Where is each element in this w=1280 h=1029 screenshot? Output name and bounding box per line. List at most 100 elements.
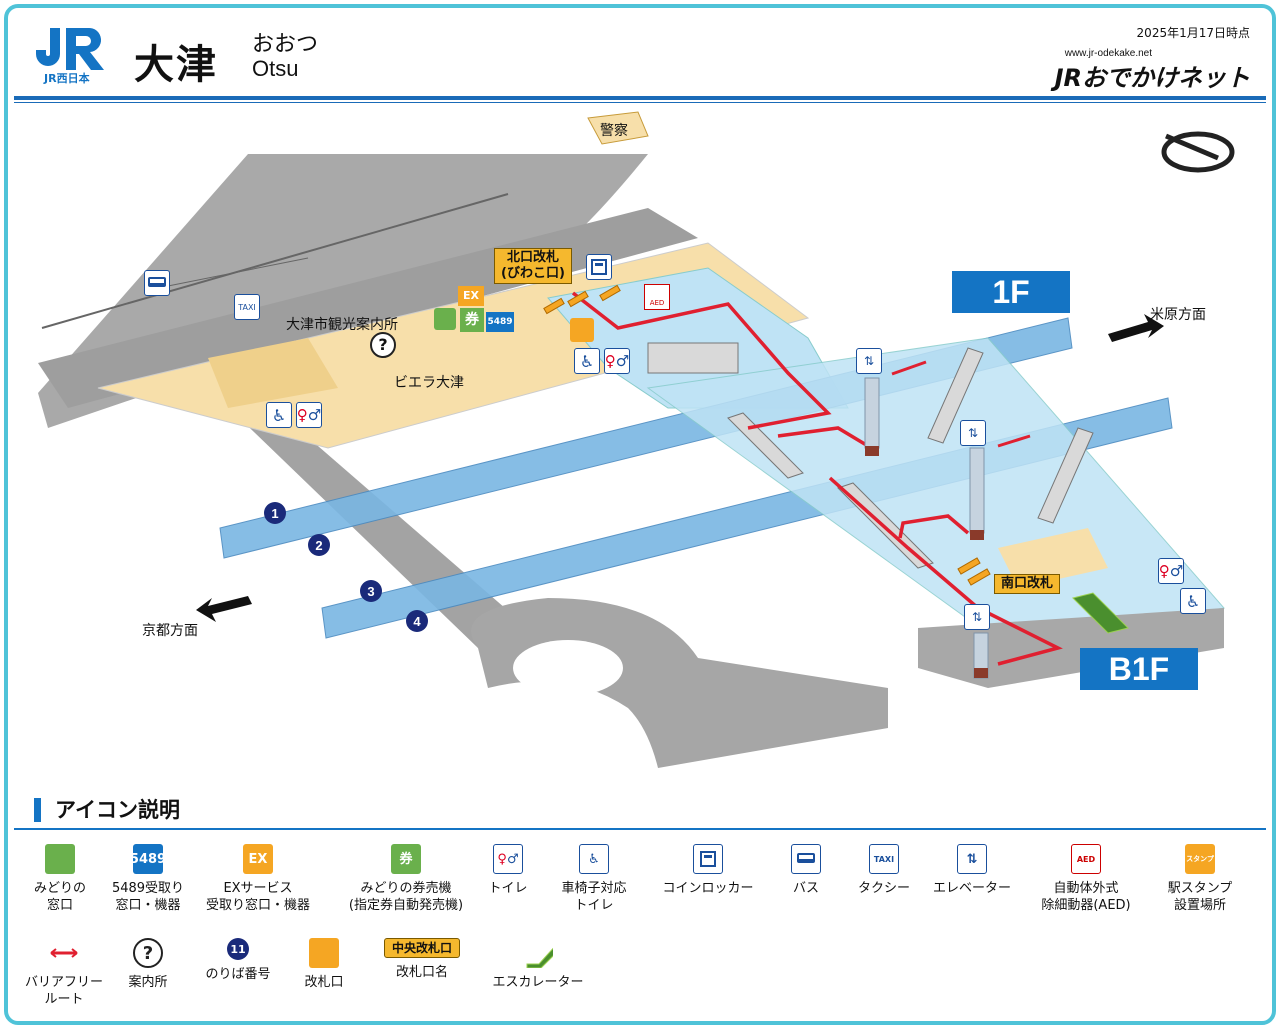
information-icon: ? (133, 938, 163, 968)
elevator-icon[interactable]: ⇅ (960, 420, 986, 446)
legend-item-midori: みどりの窓口 (8, 844, 135, 914)
legend-item-stamp: スタンプ駅スタンプ設置場所 (1125, 844, 1272, 914)
legend-label: みどりの (33, 881, 86, 896)
road-line (41, 193, 509, 329)
bus-icon[interactable] (144, 270, 170, 296)
site-url[interactable]: www.jr-odekake.net (1064, 48, 1152, 59)
legend-divider (14, 828, 1266, 830)
operator-name: JR西日本 (44, 72, 90, 85)
elevator-cars (865, 446, 988, 678)
shop-label: ビエラ大津 (394, 375, 464, 391)
legend-label: EXサービス (223, 881, 293, 896)
legend-label: 設置場所 (1173, 898, 1226, 913)
site-logo[interactable]: JRおでかけネット (1054, 64, 1250, 92)
elevator-icon[interactable]: ⇅ (856, 348, 882, 374)
ticket-gates-north (543, 284, 621, 315)
south-gate-label: 南口改札 (994, 574, 1061, 594)
legend-label: エスカレーター (492, 975, 584, 990)
platform-number-3: 3 (360, 580, 382, 602)
legend-item-barrier-free: バリアフリールート (8, 938, 139, 1008)
midori-icon[interactable] (434, 308, 456, 330)
station-map (38, 111, 1235, 768)
legend-label: (指定券自動発売機) (348, 898, 464, 913)
escalator-b1f (1072, 592, 1129, 634)
legend-label: バリアフリー (24, 975, 103, 990)
legend-label: トイレ (574, 898, 614, 913)
locker-icon (693, 844, 723, 874)
police-label: 警察 (600, 123, 628, 139)
elevator-icon[interactable]: ⇅ (964, 604, 990, 630)
legend-label: みどりの券売機 (360, 881, 452, 896)
concourse-b1f-floor (918, 608, 1224, 688)
direction-west-label: 京都方面 (142, 623, 198, 639)
wheelchair-toilet-icon: ♿ (579, 844, 609, 874)
legend-label: 窓口 (46, 898, 73, 913)
floor-b1f-label: B1F (1080, 648, 1198, 690)
platform-number-4: 4 (406, 610, 428, 632)
legend-item-bus: バス (731, 844, 881, 897)
north-gate-label: 北口改札 (びわこ口) (494, 248, 572, 284)
aed-icon: AED (1071, 844, 1101, 874)
legend-label: コインロッカー (662, 881, 754, 896)
legend-item-ticket: 券みどりの券売機(指定券自動発売機) (331, 844, 481, 914)
north-gate-name: 北口改札 (506, 250, 559, 265)
toilet-icon[interactable]: ♀♂ (296, 402, 322, 428)
header-divider-thin (14, 102, 1266, 103)
barrier-free-arrows (891, 360, 1031, 448)
wheelchair-toilet-icon[interactable]: ♿ (1180, 588, 1206, 614)
toilet-icon[interactable]: ♀♂ (1158, 558, 1184, 584)
wheelchair-toilet-icon[interactable]: ♿ (266, 402, 292, 428)
wheelchair-toilet-icon[interactable]: ♿ (574, 348, 600, 374)
locker-icon[interactable] (586, 254, 612, 280)
station-name-kana: おおつ (252, 32, 319, 57)
station-name-romaji: Otsu (252, 56, 299, 81)
legend-label: のりば番号 (205, 967, 271, 982)
toilet-icon[interactable]: ♀♂ (604, 348, 630, 374)
platform-number-2: 2 (308, 534, 330, 556)
legend-label: 自動体外式 (1053, 881, 1119, 896)
roundabout-island (513, 640, 623, 696)
floor-1f-label: 1F (952, 271, 1070, 313)
legend-label: 受取り窓口・機器 (205, 898, 310, 913)
legend-item-gate: 改札口 (249, 938, 399, 991)
ex-icon: EX (243, 844, 273, 874)
legend-label: タクシー (857, 881, 910, 896)
legend-label: 改札口名 (395, 965, 448, 980)
5489-icon[interactable]: 5489 (486, 312, 514, 332)
elevator-icon: ⇅ (957, 844, 987, 874)
taxi-icon: TAXI (869, 844, 899, 874)
stamp-icon[interactable] (570, 318, 594, 342)
platform-number-icon: 11 (227, 938, 249, 960)
legend-item-info: ? 案内所 (73, 938, 223, 991)
arrow-east (1108, 314, 1164, 342)
ex-icon[interactable]: EX (458, 286, 484, 306)
station-map-frame: JR西日本 大津 おおつ Otsu 2025年1月17日時点 www.jr-od… (4, 4, 1276, 1025)
legend-label: 改札口 (304, 975, 344, 990)
jr-west-logo: JR西日本 (30, 22, 110, 88)
information-icon[interactable]: ? (370, 332, 396, 358)
taxi-icon[interactable]: TAXI (234, 294, 260, 320)
legend-item-taxi: TAXI タクシー (809, 844, 959, 897)
legend-item-platform: 11 のりば番号 (163, 938, 313, 983)
bus-icon (791, 844, 821, 874)
concourse-b1f (646, 337, 1225, 649)
ticket-icon[interactable]: 券 (460, 308, 484, 332)
station-building-block (208, 338, 338, 408)
gate-name-icon: 中央改札口 (384, 938, 460, 958)
station-name-kanji: 大津 (134, 42, 218, 88)
legend-label: エレベーター (932, 881, 1011, 896)
b1f-shop (998, 528, 1108, 588)
5489-icon: 5489 (130, 844, 166, 874)
direction-east-label: 米原方面 (1150, 307, 1206, 323)
legend-label: トイレ (488, 881, 528, 896)
compass-icon (1161, 131, 1235, 173)
legend-item-toilet: ♀♂ トイレ (433, 844, 583, 897)
legend-label: 窓口・機器 (115, 898, 181, 913)
road-line-2 (157, 257, 309, 289)
toilet-icon: ♀♂ (493, 844, 523, 874)
legend-item-ex: EX EXサービス受取り窓口・機器 (183, 844, 333, 914)
legend-label: 車椅子対応 (561, 881, 627, 896)
aed-icon[interactable]: AED (644, 284, 670, 310)
legend-label: 案内所 (128, 975, 168, 990)
